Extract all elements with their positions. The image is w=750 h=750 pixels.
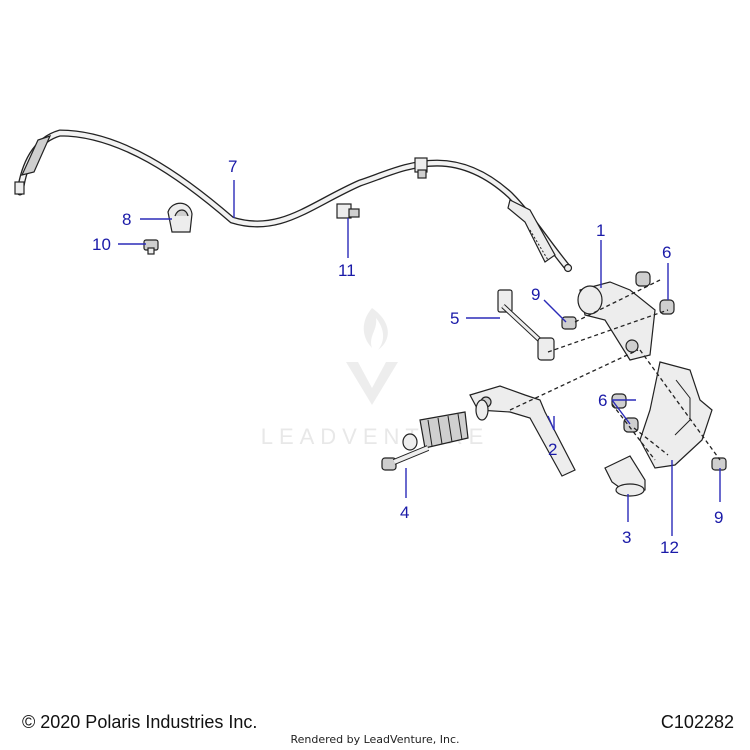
- cable-assembly: [14, 129, 573, 273]
- callout-6-upper: 6: [662, 243, 671, 262]
- nuts-top: [635, 271, 675, 315]
- callout-7: 7: [228, 157, 237, 176]
- cable-fitting: [336, 203, 360, 219]
- callout-labels: 7 8 10 11 1 6 9 5 6 2 4 3 12 9: [92, 157, 723, 557]
- rendered-by-credit: Rendered by LeadVenture, Inc.: [290, 733, 460, 746]
- cable-clamp: [167, 202, 193, 233]
- assembly-lines: [509, 279, 721, 461]
- leader-lines: [118, 180, 721, 536]
- callout-4: 4: [400, 503, 409, 522]
- callout-5: 5: [450, 309, 459, 328]
- figure-code: C102282: [660, 712, 734, 732]
- callout-9-lower: 9: [714, 508, 723, 527]
- flame-logo-icon: [363, 308, 388, 350]
- link-rod: [497, 289, 555, 361]
- callout-10: 10: [92, 235, 111, 254]
- callout-8: 8: [122, 210, 131, 229]
- pedal-pad: [604, 455, 646, 497]
- nut-upper: [561, 316, 577, 330]
- pedal-bracket: [577, 281, 656, 361]
- callout-3: 3: [622, 528, 631, 547]
- callout-2: 2: [548, 440, 557, 459]
- screw-small: [143, 239, 159, 255]
- pivot-bolt: [381, 445, 430, 471]
- nut-lower: [711, 457, 727, 471]
- v-logo-icon: [346, 362, 398, 405]
- callout-9-upper: 9: [531, 285, 540, 304]
- callout-1: 1: [596, 221, 605, 240]
- callout-6-lower: 6: [598, 391, 607, 410]
- spring-assembly: [402, 399, 489, 451]
- callout-11: 11: [338, 261, 356, 280]
- copyright-notice: © 2020 Polaris Industries Inc.: [22, 712, 258, 732]
- mounting-plate: [639, 361, 713, 469]
- callout-12: 12: [660, 538, 679, 557]
